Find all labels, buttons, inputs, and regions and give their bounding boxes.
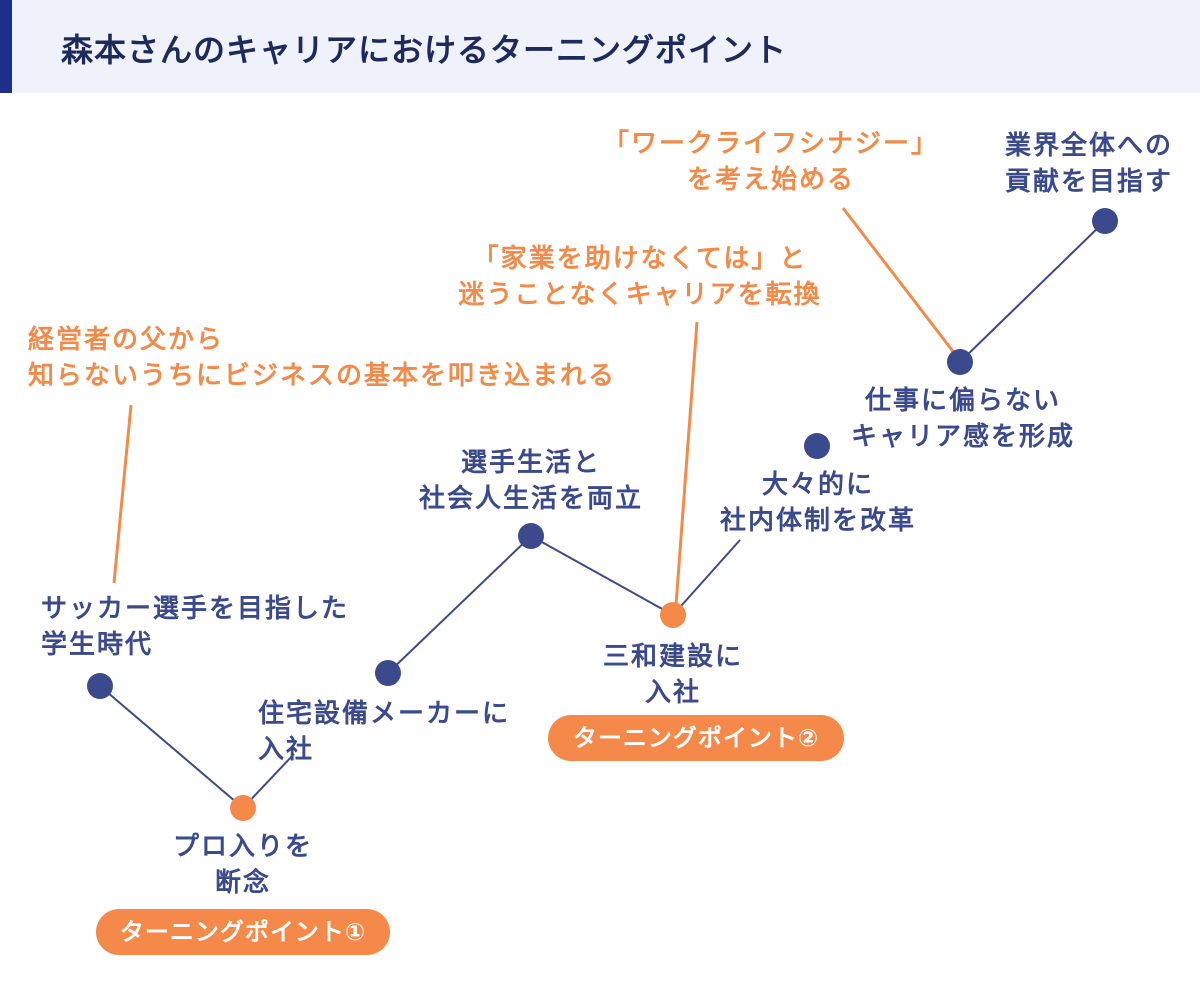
milestone-label-5: 三和建設に 入社 [602,642,743,708]
pointer-line-3 [841,207,957,355]
connector-line-3 [387,535,532,674]
milestone-label-6: 大々的に 社内体制を改革 [719,470,916,536]
milestone-dot-2 [230,795,256,821]
header-accent-bar [0,0,12,93]
connector-line-1 [99,685,244,809]
turning-point-badge-1: ターニングポイント① [96,909,390,955]
connector-line-6 [959,220,1106,363]
annotation-career-change: 「家業を助けなくては」と 迷うことなくキャリアを転換 [458,244,822,310]
annotation-work-life-synergy: 「ワークライフシナジー」 を考え始める [602,129,939,195]
milestone-label-2: プロ入りを 断念 [172,832,313,898]
milestone-dot-1 [87,673,113,699]
header: 森本さんのキャリアにおけるターニングポイント [0,0,1200,93]
milestone-dot-5 [660,602,686,628]
milestone-label-1: サッカー選手を目指した 学生時代 [41,594,350,660]
connector-lines [99,207,1106,809]
milestone-dot-8 [1092,208,1118,234]
milestone-dot-7 [947,349,973,375]
page-title: 森本さんのキャリアにおけるターニングポイント [61,31,788,69]
milestone-dot-3 [375,660,401,686]
milestone-dot-6 [804,433,830,459]
pointer-line-1 [112,404,133,584]
milestone-label-8: 業界全体への 貢献を目指す [1004,131,1173,197]
connector-line-5 [672,539,741,616]
milestone-dot-4 [518,523,544,549]
turning-point-badge-2: ターニングポイント② [548,715,844,761]
milestone-label-4: 選手生活と 社会人生活を両立 [418,448,643,514]
milestone-dots [87,208,1118,821]
milestone-label-7: 仕事に偏らない キャリア感を形成 [850,386,1075,452]
pointer-line-2 [674,321,699,606]
milestone-label-3: 住宅設備メーカーに 入社 [258,699,511,765]
connector-line-4 [530,535,674,616]
annotation-father-influence: 経営者の父から 知らないうちにビジネスの基本を叩き込まれる [28,325,617,391]
